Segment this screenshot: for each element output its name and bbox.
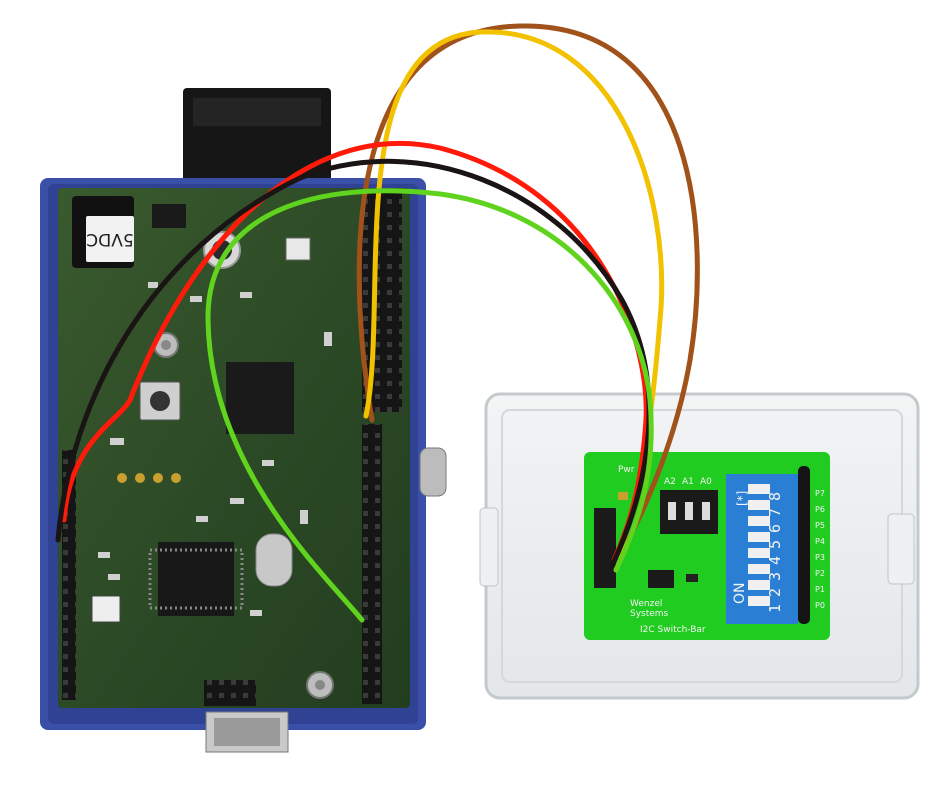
power-jack: 5VDC [72, 196, 134, 268]
port-label-p2: P2 [815, 569, 825, 578]
maker-line2: Systems [630, 609, 669, 619]
usb-connector [205, 711, 289, 753]
jumper [91, 595, 121, 623]
side-connector [419, 447, 447, 497]
wire-green [205, 188, 654, 623]
maker-line1: Wenzel [630, 599, 662, 609]
port-label-p7: P7 [815, 489, 825, 498]
dip-switch-bank: 1 2 3 4 5 6 7 8 ON [*] [726, 474, 798, 624]
main-board: 5VDC [40, 88, 447, 753]
microcontroller-chip [158, 542, 234, 616]
header-right-bottom [362, 424, 382, 704]
port-labels: P7 P6 P5 P4 P3 P2 P1 P0 [815, 489, 825, 610]
header-right-top [362, 192, 402, 412]
address-label-a1: A1 [682, 477, 694, 487]
dip-number-3: 3 [766, 572, 784, 581]
dip-number-4: 4 [766, 556, 784, 565]
address-label-a0: A0 [700, 477, 712, 487]
crystal [255, 533, 293, 587]
wire-brown [356, 23, 700, 555]
upper-chip [226, 362, 294, 434]
icsp-header [204, 680, 256, 706]
regulator [152, 204, 186, 228]
port-label-p6: P6 [815, 505, 825, 514]
port-label-p4: P4 [815, 537, 825, 546]
dip-number-5: 5 [766, 540, 784, 549]
dip-number-6: 6 [766, 524, 784, 533]
trimmer [285, 237, 311, 261]
dip-number-2: 2 [766, 588, 784, 597]
switch-ic [648, 570, 674, 588]
port-label-p0: P0 [815, 601, 825, 610]
dip-on-label: ON [732, 583, 748, 605]
product-label: I2C Switch-Bar [640, 625, 706, 635]
port-label-p5: P5 [815, 521, 825, 530]
main-pcb [58, 188, 410, 708]
port-label-p1: P1 [815, 585, 825, 594]
port-header [798, 466, 810, 624]
dip-asterisk-label: [*] [735, 491, 749, 506]
pwr-label: Pwr [618, 465, 635, 475]
smd-components [98, 282, 332, 616]
power-jack-label: 5VDC [86, 229, 133, 249]
wires [55, 23, 700, 623]
address-label-a2: A2 [664, 477, 676, 487]
wire-red [61, 141, 649, 563]
gold-pads [117, 473, 181, 483]
switch-header [594, 508, 616, 588]
dip-number-7: 7 [766, 508, 784, 517]
dip-number-8: 8 [766, 492, 784, 501]
dip-number-1: 1 [766, 604, 784, 613]
port-label-p3: P3 [815, 553, 825, 562]
